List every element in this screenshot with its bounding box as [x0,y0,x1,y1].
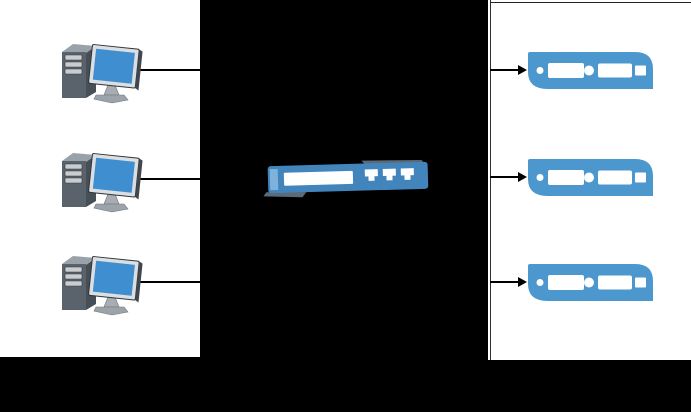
panel-border [490,2,691,3]
edge-workstation-1 [136,69,258,71]
rack-switch-icon [263,159,429,198]
workstation-node-1[interactable] [56,40,148,104]
arrowhead-icon [261,174,270,184]
workstation-icon [62,153,143,213]
rack-appliance-icon [528,52,653,89]
arrowhead-icon [518,277,527,287]
arrowhead-icon [518,172,527,182]
edge-appliance-3 [490,281,520,283]
edge-appliance-1 [490,69,520,71]
rack-appliance-icon [528,159,653,196]
edge-workstation-3 [136,281,258,283]
workstation-node-2[interactable] [56,149,148,213]
workstation-icon [62,256,143,316]
panel-border [490,0,491,360]
workstation-node-3[interactable] [56,252,148,316]
rack-appliance-icon [528,264,653,301]
workstation-icon [62,44,143,104]
appliance-node-1[interactable] [527,51,655,91]
edge-workstation-2 [136,178,258,180]
appliance-node-2[interactable] [527,158,655,198]
appliance-node-3[interactable] [527,263,655,303]
switch-node[interactable] [262,158,434,200]
arrowhead-icon [518,65,527,75]
edge-appliance-2 [490,176,520,178]
